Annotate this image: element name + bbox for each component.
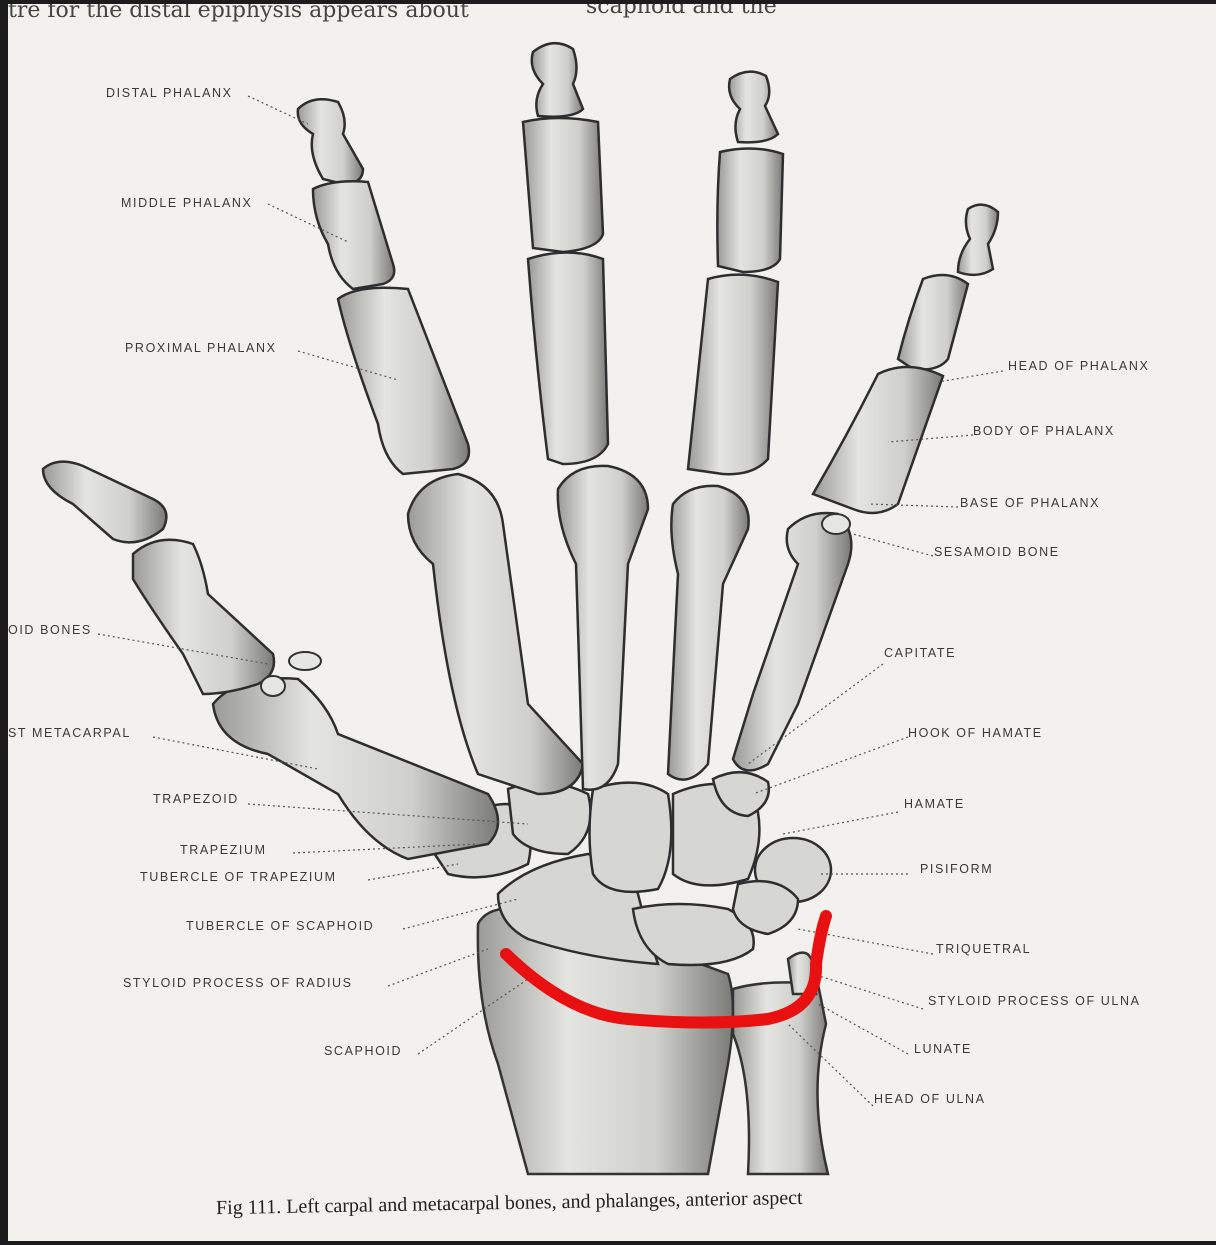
label-head-of-ulna: HEAD OF ULNA: [874, 1092, 986, 1106]
sesamoid-little: [821, 513, 851, 535]
second-metacarpal: [406, 472, 585, 796]
first-metacarpal: [211, 677, 500, 861]
carpal-bones: [426, 771, 833, 967]
label-tubercle-of-scaphoid: TUBERCLE OF SCAPHOID: [186, 919, 375, 933]
label-distal-phalanx: DISTAL PHALANX: [106, 86, 233, 100]
label-styloid-process-of-radius: STYLOID PROCESS OF RADIUS: [123, 976, 353, 990]
ring-proximal-phalanx: [686, 273, 780, 476]
label-hamate: HAMATE: [904, 797, 965, 811]
label-proximal-phalanx: PROXIMAL PHALANX: [125, 341, 277, 355]
label-pisiform: PISIFORM: [920, 862, 994, 876]
hand-skeleton-illustration: [41, 42, 1004, 1176]
label-sesamoid-bone: SESAMOID BONE: [934, 545, 1060, 559]
capitate-bone: [588, 781, 673, 894]
fifth-metacarpal: [731, 511, 853, 772]
label-lunate: LUNATE: [914, 1042, 972, 1056]
page-text-top-right: scaphoid and the: [586, 4, 777, 19]
sesamoid-thumb-1: [288, 651, 322, 671]
ring-distal-phalanx: [727, 70, 780, 144]
index-proximal-phalanx: [336, 286, 471, 476]
middle-middle-phalanx: [521, 116, 605, 254]
middle-distal-phalanx: [530, 42, 585, 118]
little-proximal-phalanx: [811, 365, 945, 515]
sesamoid-thumb-2: [260, 675, 286, 697]
lunate-bone: [631, 902, 755, 967]
label-tubercle-of-trapezium: TUBERCLE OF TRAPEZIUM: [140, 870, 337, 884]
label-sesamoid-bones: OID BONES: [8, 623, 92, 637]
leader-lines: [97, 95, 1004, 1107]
label-body-of-phalanx: BODY OF PHALANX: [973, 424, 1115, 438]
metacarpal-bones: [211, 464, 853, 861]
label-trapezium: TRAPEZIUM: [180, 843, 267, 857]
hook-of-hamate: [711, 771, 771, 818]
label-hook-of-hamate: HOOK OF HAMATE: [908, 726, 1043, 740]
little-distal-phalanx: [956, 203, 1000, 277]
little-middle-phalanx: [896, 273, 970, 371]
label-head-of-phalanx: HEAD OF PHALANX: [1008, 359, 1150, 373]
fourth-metacarpal: [666, 484, 750, 781]
triquetral-bone: [731, 879, 800, 936]
thumb-proximal-phalanx: [131, 538, 276, 696]
ring-middle-phalanx: [716, 147, 785, 274]
third-metacarpal: [556, 464, 650, 791]
middle-proximal-phalanx: [526, 251, 610, 466]
sesamoid-bones: [260, 513, 851, 697]
ulna-bone: [731, 981, 830, 1176]
index-distal-phalanx: [296, 97, 365, 186]
label-triquetral: TRIQUETRAL: [936, 942, 1032, 956]
label-middle-phalanx: MIDDLE PHALANX: [121, 196, 253, 210]
index-middle-phalanx: [311, 180, 396, 291]
label-base-of-phalanx: BASE OF PHALANX: [960, 496, 1101, 510]
label-styloid-process-of-ulna: STYLOID PROCESS OF ULNA: [928, 994, 1141, 1008]
thumb-distal-phalanx: [41, 460, 168, 544]
label-trapezoid: TRAPEZOID: [153, 792, 239, 806]
label-capitate: CAPITATE: [884, 646, 957, 660]
page-text-top-left: tre for the distal epiphysis appears abo…: [8, 4, 469, 23]
textbook-page: tre for the distal epiphysis appears abo…: [8, 4, 1216, 1241]
label-first-metacarpal: ST METACARPAL: [8, 726, 131, 740]
red-marker-annotation: [500, 910, 832, 1029]
label-scaphoid: SCAPHOID: [324, 1044, 403, 1058]
phalanges: [41, 42, 1000, 696]
